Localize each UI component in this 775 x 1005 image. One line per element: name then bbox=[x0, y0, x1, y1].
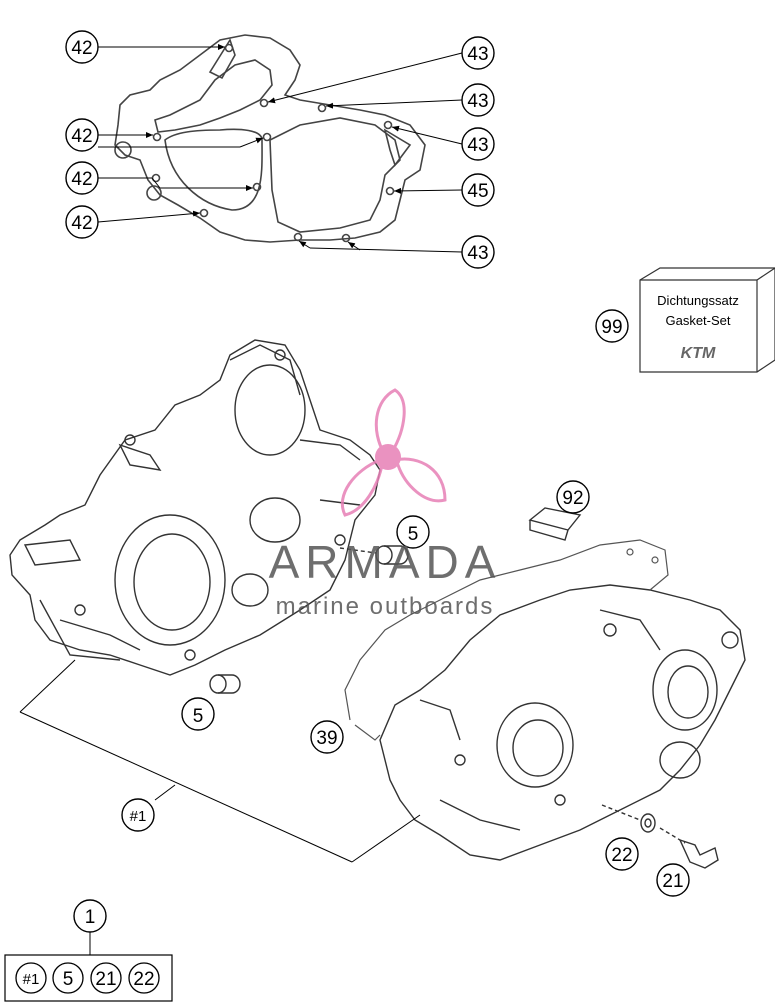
crankcase-gasket bbox=[114, 34, 426, 243]
svg-text:43: 43 bbox=[467, 243, 488, 264]
callout-92: 92 bbox=[556, 480, 590, 514]
callout-99: 99 bbox=[595, 309, 629, 343]
callout-set-1: #1 bbox=[121, 798, 155, 832]
svg-text:22: 22 bbox=[611, 845, 632, 866]
callout-43-c: 43 bbox=[461, 127, 495, 161]
svg-text:5: 5 bbox=[408, 524, 419, 545]
svg-text:43: 43 bbox=[467, 135, 488, 156]
callout-22: 22 bbox=[605, 837, 639, 871]
svg-text:21: 21 bbox=[662, 871, 683, 892]
kit-item-4: 22 bbox=[133, 969, 154, 990]
dowel-pin-lower bbox=[209, 674, 241, 694]
kit-item-3: 21 bbox=[95, 969, 116, 990]
callout-45: 45 bbox=[461, 173, 495, 207]
svg-text:45: 45 bbox=[467, 181, 488, 202]
callouts: 42 42 42 42 43 43 43 45 bbox=[65, 30, 690, 933]
callout-42-d: 42 bbox=[65, 205, 99, 239]
propeller-logo-icon bbox=[340, 388, 447, 517]
callout-43-d: 43 bbox=[461, 235, 495, 269]
svg-text:42: 42 bbox=[71, 213, 92, 234]
part-92-plate bbox=[528, 507, 582, 541]
left-crankcase-half bbox=[9, 339, 381, 676]
callout-5-lower: 5 bbox=[181, 697, 215, 731]
callout-42-a: 42 bbox=[65, 30, 99, 64]
gasket-box-line2: Gasket-Set bbox=[665, 313, 730, 328]
part-22-washer bbox=[640, 813, 656, 833]
callout-43-a: 43 bbox=[461, 36, 495, 70]
svg-text:99: 99 bbox=[601, 317, 622, 338]
kit-item-2: 5 bbox=[63, 969, 74, 990]
svg-text:5: 5 bbox=[193, 706, 204, 727]
callout-42-c: 42 bbox=[65, 161, 99, 195]
svg-text:39: 39 bbox=[316, 728, 337, 749]
svg-text:42: 42 bbox=[71, 126, 92, 147]
gasket-set-box: Dichtungssatz Gasket-Set KTM bbox=[639, 267, 775, 373]
watermark-tagline: marine outboards bbox=[276, 593, 495, 620]
svg-text:1: 1 bbox=[85, 907, 96, 928]
armada-watermark: ARMADA marine outboards bbox=[269, 388, 502, 620]
svg-text:42: 42 bbox=[71, 169, 92, 190]
callout-21: 21 bbox=[656, 863, 690, 897]
svg-text:43: 43 bbox=[467, 44, 488, 65]
right-crankcase-half bbox=[379, 584, 746, 861]
svg-text:92: 92 bbox=[562, 488, 583, 509]
callout-42-b: 42 bbox=[65, 118, 99, 152]
ktm-logo: KTM bbox=[681, 345, 716, 362]
watermark-brand: ARMADA bbox=[269, 536, 502, 588]
kit-box: #1 5 21 22 bbox=[4, 954, 173, 1002]
kit-item-1: #1 bbox=[23, 971, 40, 988]
gasket-leader-lines bbox=[97, 44, 463, 253]
dowel-pin-upper bbox=[339, 545, 409, 565]
svg-text:#1: #1 bbox=[130, 808, 147, 825]
svg-text:42: 42 bbox=[71, 38, 92, 59]
callout-5-upper: 5 bbox=[396, 515, 430, 549]
crankcase-gasket-39 bbox=[344, 539, 669, 741]
callout-39: 39 bbox=[310, 720, 344, 754]
svg-text:43: 43 bbox=[467, 91, 488, 112]
part-21-screw bbox=[601, 804, 719, 869]
gasket-box-line1: Dichtungssatz bbox=[657, 293, 739, 308]
callout-1: 1 bbox=[73, 899, 107, 933]
callout-43-b: 43 bbox=[461, 83, 495, 117]
set-bracket-lines bbox=[19, 659, 421, 863]
